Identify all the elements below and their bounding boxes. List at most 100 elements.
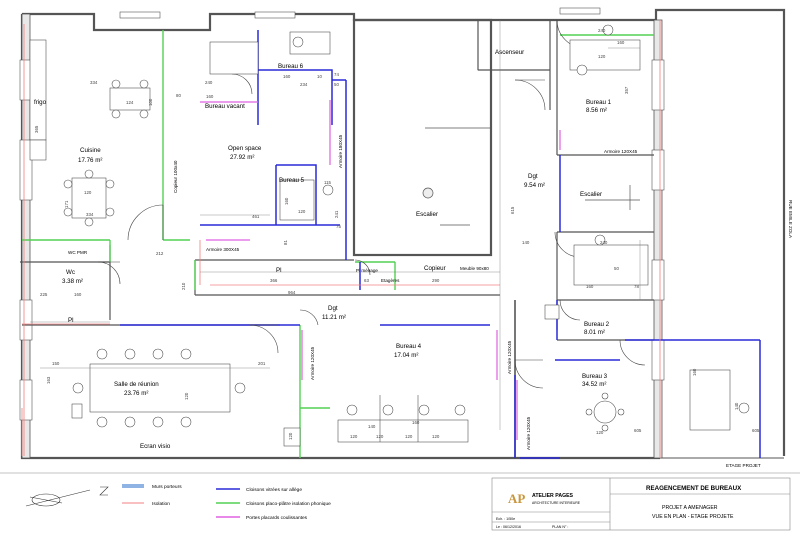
dim-text: 120 xyxy=(596,430,604,435)
bureau4-area: 17.04 m² xyxy=(394,352,418,359)
project-title: PROJET A AMENAGER xyxy=(662,505,718,511)
dim-text: 357 xyxy=(624,86,629,94)
etage-projet-label: ETAGE PROJET xyxy=(726,463,761,468)
dim-text: 160 xyxy=(206,94,214,99)
salle-label: Salle de réunion xyxy=(114,381,159,388)
dim-text: 160 xyxy=(692,368,697,376)
dim-text: 140 xyxy=(368,424,376,429)
bureau1-label: Bureau 1 xyxy=(586,99,612,106)
dim-text: 160 xyxy=(586,284,594,289)
legend-vitrees-label: Cloisons vitrées sur allège xyxy=(246,487,302,493)
view-title: VUE EN PLAN - ETAGE PROJETE xyxy=(652,514,734,520)
legend-murs-label: Murs porteurs xyxy=(152,484,182,490)
dim-text: 100 xyxy=(148,98,153,106)
dim-text: 140 xyxy=(522,240,530,245)
ecran-label: Ecran visio xyxy=(140,443,171,450)
dim-text: 366 xyxy=(270,278,278,283)
dim-text: 605 xyxy=(634,428,642,433)
dim-text: 171 xyxy=(64,200,69,208)
dim-text: 124 xyxy=(126,100,134,105)
elevator-shaft xyxy=(477,19,551,71)
cuisine-label: Cuisine xyxy=(80,147,101,154)
dim-text: 605 xyxy=(752,428,760,433)
wc-label: Wc xyxy=(66,269,75,276)
dim-text: 163 xyxy=(46,376,51,384)
dim-text: 120 xyxy=(288,432,293,440)
pl-a-label: Pl xyxy=(276,267,282,274)
dim-text: 120 xyxy=(432,434,440,439)
dim-text: 160 xyxy=(284,197,289,205)
dim-text: 120 xyxy=(84,190,92,195)
dim-text: 81 xyxy=(283,240,288,245)
facade-wall xyxy=(21,13,663,459)
pl-menage-label: Pl ménage xyxy=(356,268,378,273)
pl-b-label: Pl xyxy=(68,317,74,324)
dim-text: 78 xyxy=(634,284,639,289)
sliding-doors xyxy=(200,100,561,440)
armoire-120-b3-label: Armoire 120X45 xyxy=(526,416,531,450)
escalier-center-label: Escalier xyxy=(416,211,438,218)
meuble-label: Meuble 90x80 xyxy=(460,266,489,271)
open-space-area: 27.92 m² xyxy=(230,154,254,161)
armoire-300-label: Armoire 300X45 xyxy=(206,247,240,252)
cuisine-area: 17.76 m² xyxy=(78,157,102,164)
frigo-label: frigo xyxy=(34,99,47,106)
copieur-label: Copieur xyxy=(424,265,446,272)
dim-text: 461 xyxy=(252,214,260,219)
wc-area: 3.38 m² xyxy=(62,278,83,285)
ascenseur-label: Ascenseur xyxy=(495,49,524,56)
bureau2-area: 8.01 m² xyxy=(584,329,605,336)
dimension-lines xyxy=(30,20,641,430)
storage-annotations: Armoire 180X45 Armoire 120X45 Copieur 10… xyxy=(173,134,638,450)
plan-no-text: PLAN N° : xyxy=(552,525,568,529)
sheet-frame xyxy=(0,472,800,531)
dim-text: 240 xyxy=(205,80,213,85)
main-title: REAGENCEMENT DE BUREAUX xyxy=(646,485,742,492)
legend-placo-label: Cloisons placo-plâtre isolation phonique xyxy=(246,501,331,507)
dim-text: 225 xyxy=(40,292,48,297)
dim-text: 240 xyxy=(600,240,608,245)
legend: Murs porteurs Isolation Cloisons vitrées… xyxy=(122,484,331,521)
legend-isolation-label: Isolation xyxy=(152,501,170,507)
bureau6-label: Bureau 6 xyxy=(278,63,304,70)
dim-text: 234 xyxy=(300,82,308,87)
street-label: RUE EMILE ZOLA xyxy=(788,200,793,239)
dim-text: 160 xyxy=(283,74,291,79)
dim-text: 50 xyxy=(614,266,619,271)
dim-text: 120 xyxy=(298,209,306,214)
dim-text: 120 xyxy=(376,434,384,439)
dim-text: 80 xyxy=(176,93,181,98)
dim-text: 74 xyxy=(334,72,339,77)
bureau3-label: Bureau 3 xyxy=(582,373,608,380)
window-openings xyxy=(19,7,665,421)
legend-placards-label: Portes placards coulissantes xyxy=(246,515,308,521)
dim-text: 140 xyxy=(734,402,739,410)
dgt-top-area: 9.54 m² xyxy=(524,182,545,189)
dim-text: 160 xyxy=(74,292,82,297)
dim-text: 120 xyxy=(350,434,358,439)
north-arrow-icon xyxy=(25,486,109,507)
dim-text: 212 xyxy=(156,251,164,256)
company-subtitle: ARCHITECTURE INTERIEURE xyxy=(532,501,581,505)
dgt-bottom-area: 11.21 m² xyxy=(322,314,346,321)
escalier-right-label: Escalier xyxy=(580,191,602,198)
dim-text: 63 xyxy=(364,278,369,283)
bureau3-area: 34.52 m² xyxy=(582,381,606,388)
dim-text: 160 xyxy=(617,40,625,45)
dim-text: 201 xyxy=(258,361,266,366)
dim-text: 964 xyxy=(288,290,296,295)
salle-area: 23.76 m² xyxy=(124,390,148,397)
dim-text: 75 xyxy=(336,224,341,229)
copieur-100-label: Copieur 100x40 xyxy=(173,160,178,193)
company-logo: AP xyxy=(508,491,525,506)
pmr-sign: WC PMR xyxy=(68,250,88,255)
dim-text: 10 xyxy=(317,74,322,79)
dim-text: 241 xyxy=(334,210,339,218)
etageres-label: Etagères xyxy=(381,278,400,283)
dgt-bottom-label: Dgt xyxy=(328,305,338,312)
furniture xyxy=(29,24,750,447)
dim-text: 240 xyxy=(598,28,606,33)
title-block: AP ATELIER PAGES ARCHITECTURE INTERIEURE… xyxy=(496,485,742,529)
armoire-180-label: Armoire 180X45 xyxy=(338,134,343,168)
